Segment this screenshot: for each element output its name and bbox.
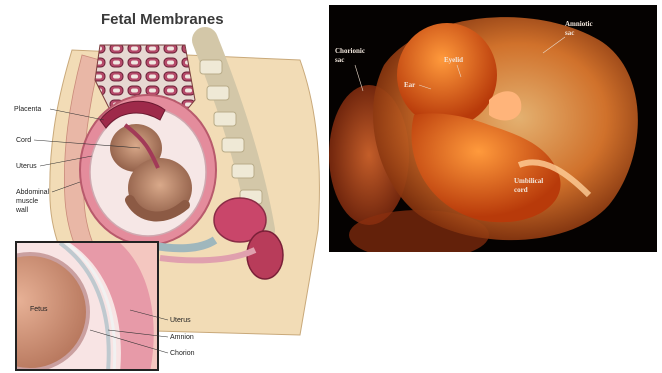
label-amniotic-1: Amniotic bbox=[565, 20, 593, 28]
label-amniotic-2: sac bbox=[565, 29, 574, 37]
label-umbilical-2: cord bbox=[514, 186, 528, 194]
label-abdominal-2: muscle bbox=[16, 198, 38, 205]
diagram-title: Fetal Membranes bbox=[101, 11, 224, 28]
label-eyelid: Eyelid bbox=[444, 56, 463, 64]
label-cord: Cord bbox=[16, 137, 31, 144]
inset-label-chorion: Chorion bbox=[170, 350, 195, 357]
label-umbilical-1: Umbilical bbox=[514, 177, 543, 185]
label-uterus: Uterus bbox=[16, 163, 37, 170]
label-placenta: Placenta bbox=[14, 106, 41, 113]
inset-label-fetus: Fetus bbox=[30, 306, 48, 313]
label-abdominal-3: wall bbox=[15, 207, 29, 214]
fetal-membranes-illustration: Fetal Membranes bbox=[0, 0, 330, 373]
label-ear: Ear bbox=[404, 81, 415, 89]
embryo-photo: Chorionic sac Eyelid Ear Amniotic sac Um… bbox=[329, 5, 657, 252]
illustration-canvas: Fetal Membranes bbox=[0, 0, 330, 373]
rectum bbox=[247, 231, 283, 279]
inset-label-uterus: Uterus bbox=[170, 317, 191, 324]
label-chorionic-2: sac bbox=[335, 56, 344, 64]
inset-magnification: Fetus bbox=[0, 242, 158, 372]
inset-label-amnion: Amnion bbox=[170, 334, 194, 341]
embryo-head bbox=[397, 23, 497, 127]
label-chorionic-1: Chorionic bbox=[335, 47, 365, 55]
photo-canvas: Chorionic sac Eyelid Ear Amniotic sac Um… bbox=[329, 5, 657, 252]
label-abdominal-1: Abdominal bbox=[16, 189, 50, 196]
